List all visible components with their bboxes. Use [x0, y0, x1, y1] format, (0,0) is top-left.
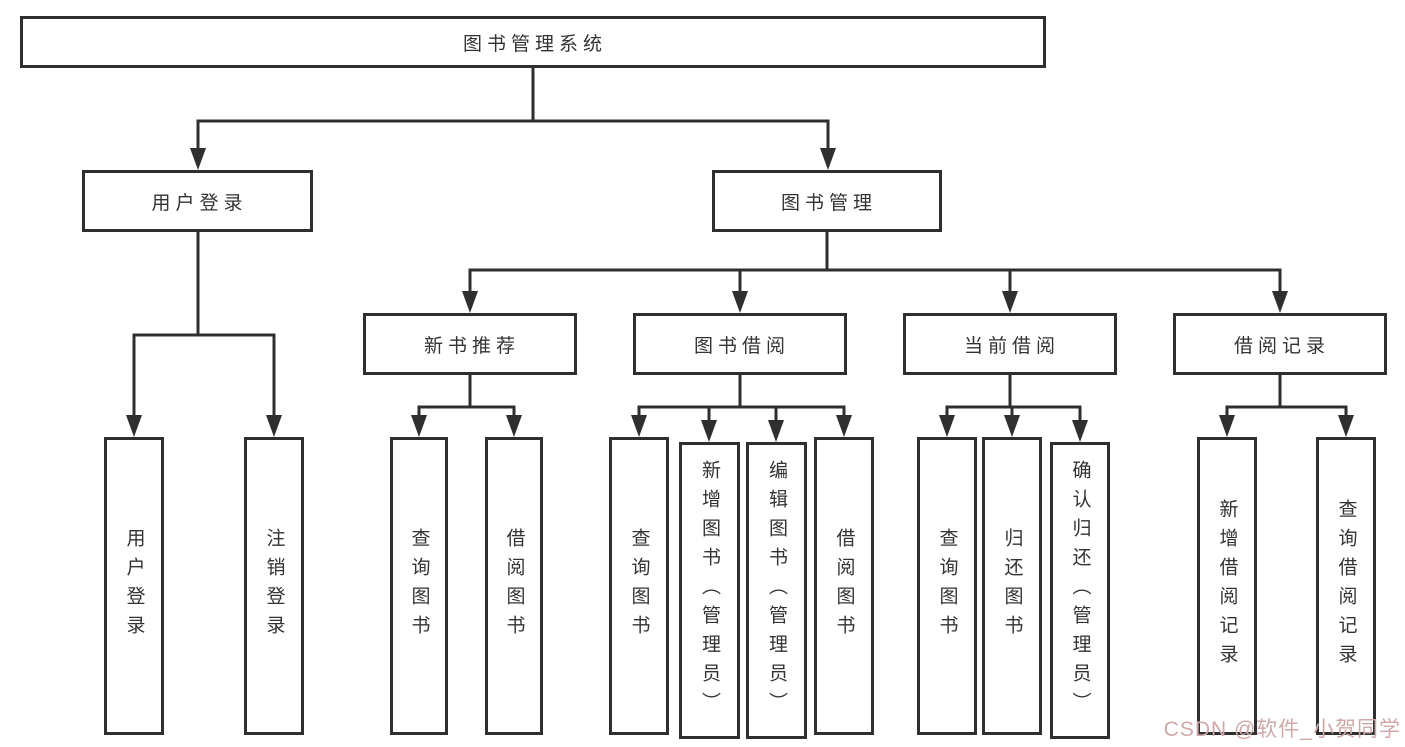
node-borrowing-records: 借阅记录	[1173, 313, 1387, 375]
leaf-newbook-query: 查询图书	[390, 437, 448, 735]
arrowhead	[126, 415, 142, 437]
leaf-newbook-borrow-label: 借阅图书	[503, 528, 525, 644]
leaf-user-login: 用户登录	[104, 437, 164, 735]
arrowhead	[820, 148, 836, 170]
node-book-management-label: 图书管理	[780, 192, 877, 214]
arrowhead	[506, 415, 522, 437]
arrowhead	[1219, 415, 1235, 437]
node-user-login: 用户登录	[82, 170, 313, 232]
arrowhead	[266, 415, 282, 437]
node-book-management: 图书管理	[712, 170, 942, 232]
arrowhead	[1004, 415, 1020, 437]
leaf-current-confirm: 确认归还（管理员）	[1050, 442, 1110, 739]
leaf-records-add: 新增借阅记录	[1197, 437, 1257, 735]
arrowhead	[411, 415, 427, 437]
node-new-book-recommend: 新书推荐	[363, 313, 577, 375]
arrowhead	[836, 415, 852, 437]
watermark: CSDN @软件_小贺同学	[1163, 718, 1401, 741]
leaf-records-query-label: 查询借阅记录	[1335, 499, 1357, 673]
node-current-borrowing-label: 当前借阅	[963, 335, 1060, 357]
arrowhead	[939, 415, 955, 437]
connector-borrowing-bracket	[637, 405, 846, 416]
arrowhead	[1072, 420, 1088, 442]
leaf-logout: 注销登录	[244, 437, 304, 735]
leaf-borrowing-query: 查询图书	[609, 437, 669, 735]
node-user-login-label: 用户登录	[151, 192, 248, 214]
leaf-current-return-label: 归还图书	[1001, 528, 1023, 644]
node-book-borrowing: 图书借阅	[633, 313, 847, 375]
leaf-records-add-label: 新增借阅记录	[1216, 499, 1238, 673]
node-root-system: 图书管理系统	[20, 16, 1046, 68]
leaf-current-query: 查询图书	[917, 437, 977, 735]
arrowhead	[768, 420, 784, 442]
leaf-current-return: 归还图书	[982, 437, 1042, 735]
leaf-borrowing-borrow: 借阅图书	[814, 437, 874, 735]
connector-userlogin-bracket	[132, 333, 276, 416]
node-new-book-recommend-label: 新书推荐	[423, 335, 520, 357]
node-borrowing-records-label: 借阅记录	[1233, 335, 1330, 357]
connector-current-bracket	[945, 405, 1082, 421]
leaf-user-login-label: 用户登录	[123, 528, 145, 644]
arrowhead	[1338, 415, 1354, 437]
leaf-records-query: 查询借阅记录	[1316, 437, 1376, 735]
node-book-borrowing-label: 图书借阅	[693, 335, 790, 357]
arrowhead	[732, 291, 748, 313]
arrowhead	[1272, 291, 1288, 313]
node-current-borrowing: 当前借阅	[903, 313, 1117, 375]
leaf-borrowing-add-label: 新增图书（管理员）	[699, 460, 720, 721]
arrowhead	[1002, 291, 1018, 313]
connector-newbook-bracket	[417, 405, 516, 416]
arrowhead	[701, 420, 717, 442]
connector-root-bracket	[196, 119, 830, 150]
arrowhead	[190, 148, 206, 170]
leaf-logout-label: 注销登录	[263, 528, 285, 644]
connector-records-bracket	[1225, 405, 1348, 416]
leaf-current-confirm-label: 确认归还（管理员）	[1069, 460, 1091, 721]
arrowhead	[462, 291, 478, 313]
leaf-borrowing-borrow-label: 借阅图书	[833, 528, 855, 644]
arrowhead	[631, 415, 647, 437]
leaf-borrowing-query-label: 查询图书	[628, 528, 650, 644]
connector-bookmgmt-bracket	[468, 268, 1282, 292]
leaf-newbook-query-label: 查询图书	[408, 528, 430, 644]
leaf-borrowing-add: 新增图书（管理员）	[679, 442, 740, 739]
leaf-newbook-borrow: 借阅图书	[485, 437, 543, 735]
leaf-borrowing-edit-label: 编辑图书（管理员）	[766, 460, 787, 721]
node-root-label: 图书管理系统	[462, 33, 607, 55]
leaf-current-query-label: 查询图书	[936, 528, 958, 644]
leaf-borrowing-edit: 编辑图书（管理员）	[746, 442, 807, 739]
